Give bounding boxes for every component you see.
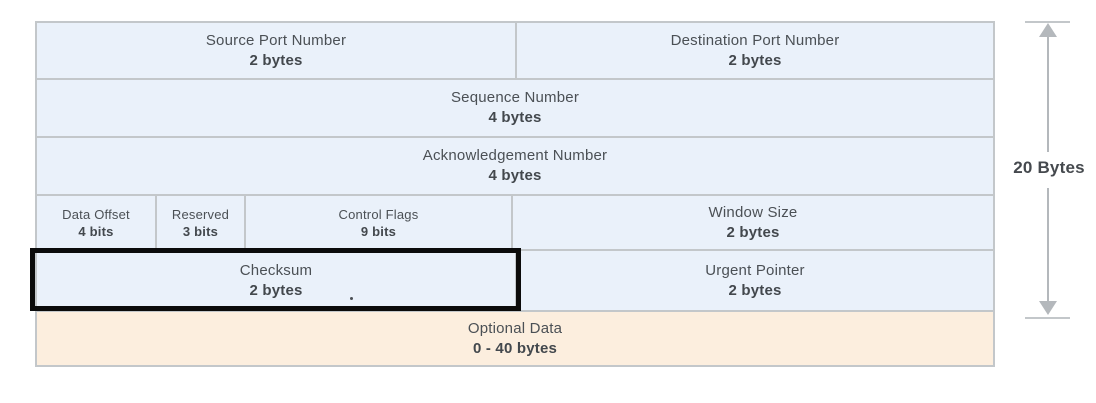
stray-dot-artifact [350, 297, 353, 300]
row-flags: Data Offset 4 bits Reserved 3 bits Contr… [37, 194, 993, 249]
field-label: Data Offset [62, 206, 130, 222]
arrow-down-icon [1039, 301, 1057, 315]
field-size: 4 bytes [488, 167, 542, 184]
field-size: 0 - 40 bytes [472, 339, 558, 357]
field-window-size: Window Size 2 bytes [511, 196, 993, 249]
row-checksum: Checksum 2 bytes Urgent Pointer 2 bytes [30, 248, 993, 311]
dimension-line-lower [1047, 188, 1049, 306]
field-label: Urgent Pointer [705, 261, 805, 279]
field-label: Checksum [239, 261, 313, 279]
field-optional-data: Optional Data 0 - 40 bytes [37, 312, 993, 365]
field-sequence-number: Sequence Number 4 bytes [37, 80, 993, 136]
field-control-flags: Control Flags 9 bits [244, 196, 511, 249]
header-size-annotation: 20 Bytes [1008, 18, 1090, 323]
field-size: 2 bytes [726, 223, 780, 241]
arrow-up-icon [1039, 23, 1057, 37]
field-size: 3 bits [182, 223, 219, 239]
field-size: 9 bits [360, 223, 397, 239]
tcp-header-table: Source Port Number 2 bytes Destination P… [30, 21, 995, 367]
field-size: 2 bytes [728, 281, 782, 299]
row-ports: Source Port Number 2 bytes Destination P… [37, 23, 993, 78]
dimension-cap-bottom [1025, 317, 1070, 319]
field-checksum: Checksum 2 bytes [30, 248, 521, 311]
dimension-cap-top [1025, 21, 1070, 23]
header-size-label: 20 Bytes [1013, 158, 1085, 177]
field-label: Window Size [708, 203, 798, 221]
row-sequence: Sequence Number 4 bytes [37, 78, 993, 136]
field-label: Source Port Number [205, 31, 347, 49]
field-source-port: Source Port Number 2 bytes [37, 23, 515, 78]
field-destination-port: Destination Port Number 2 bytes [515, 23, 993, 78]
field-label: Optional Data [467, 319, 563, 337]
field-reserved: Reserved 3 bits [155, 196, 244, 249]
field-label: Reserved [171, 206, 230, 222]
field-size: 2 bytes [249, 51, 303, 69]
field-size: 2 bytes [728, 51, 782, 69]
field-size: 2 bytes [249, 281, 303, 299]
dimension-line-upper [1047, 34, 1049, 152]
field-size: 4 bytes [488, 109, 542, 126]
field-label: Destination Port Number [670, 31, 840, 49]
row-acknowledgement: Acknowledgement Number 4 bytes [37, 136, 993, 194]
field-label: Sequence Number [450, 89, 580, 106]
row-optional: Optional Data 0 - 40 bytes [37, 310, 993, 365]
field-acknowledgement-number: Acknowledgement Number 4 bytes [37, 138, 993, 194]
field-label: Acknowledgement Number [422, 147, 608, 164]
field-size: 4 bits [78, 223, 114, 239]
field-label: Control Flags [338, 206, 419, 222]
field-urgent-pointer: Urgent Pointer 2 bytes [515, 251, 993, 310]
field-data-offset: Data Offset 4 bits [37, 196, 155, 249]
